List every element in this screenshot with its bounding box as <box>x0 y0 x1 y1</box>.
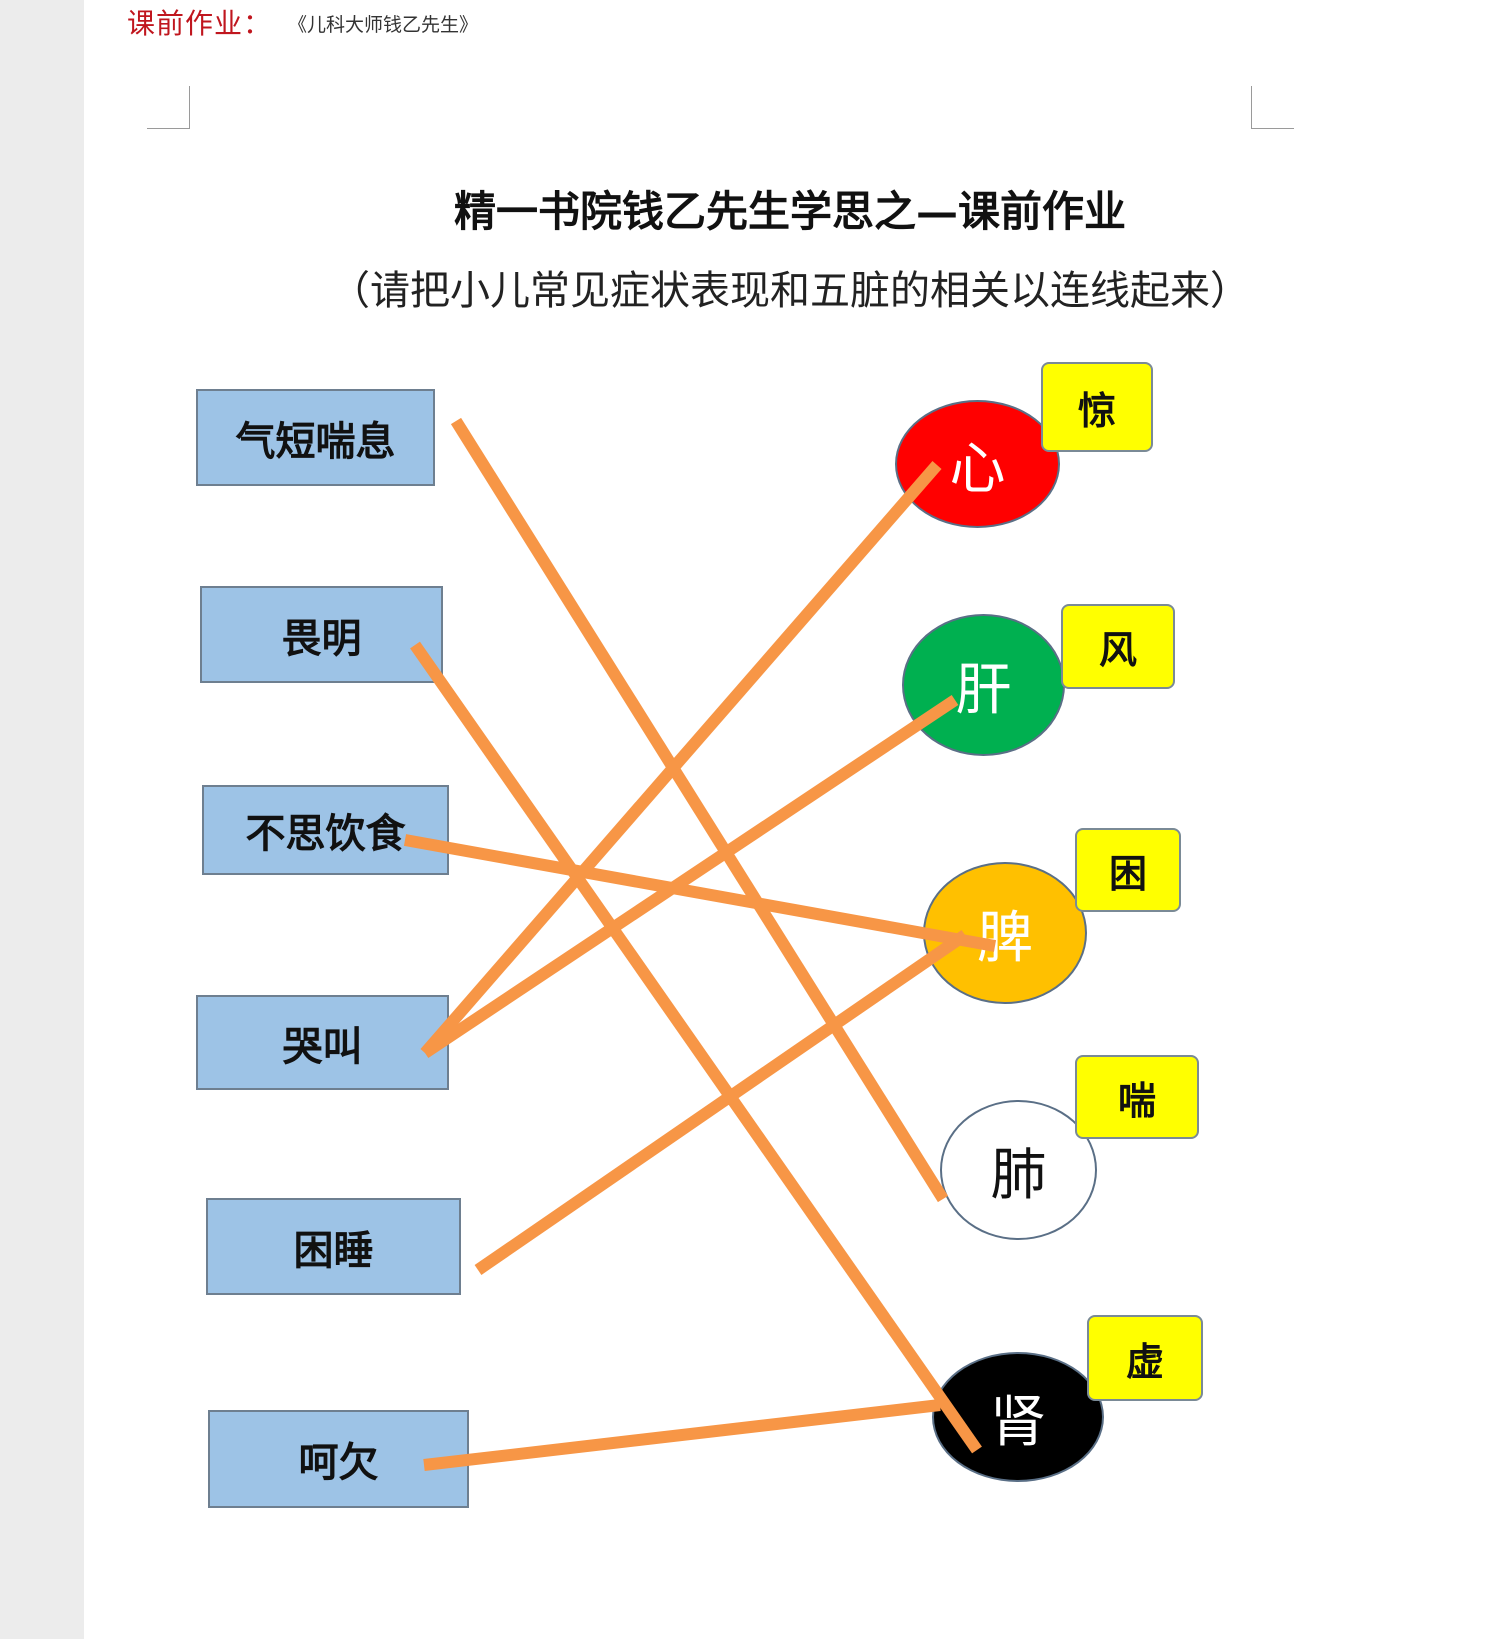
trait-tag: 惊 <box>1041 362 1153 452</box>
worksheet-title: 精一书院钱乙先生学思之—课前作业 <box>453 187 1126 236</box>
symptom-box: 困睡 <box>206 1198 461 1295</box>
symptom-box: 呵欠 <box>208 1410 469 1508</box>
trait-tag: 困 <box>1075 828 1181 912</box>
organ-circle-spleen: 脾 <box>923 862 1087 1004</box>
organ-circle-liver: 肝 <box>902 614 1065 756</box>
homework-label: 课前作业： <box>127 7 273 40</box>
symptom-box: 不思饮食 <box>202 785 449 875</box>
crop-mark-top-left <box>147 86 190 129</box>
organ-circle-kidney: 肾 <box>932 1352 1104 1482</box>
trait-tag: 风 <box>1061 604 1175 689</box>
book-title: 《儿科大师钱乙先生》 <box>288 14 479 36</box>
symptom-box: 哭叫 <box>196 995 449 1090</box>
organ-circle-heart: 心 <box>895 400 1060 528</box>
worksheet-instruction: （请把小儿常见症状表现和五脏的相关以连线起来） <box>330 268 1250 314</box>
crop-mark-top-right <box>1251 86 1294 129</box>
symptom-box: 畏明 <box>200 586 443 683</box>
organ-circle-lung: 肺 <box>940 1100 1097 1240</box>
trait-tag: 虚 <box>1087 1315 1203 1401</box>
symptom-box: 气短喘息 <box>196 389 435 486</box>
trait-tag: 喘 <box>1075 1055 1199 1139</box>
